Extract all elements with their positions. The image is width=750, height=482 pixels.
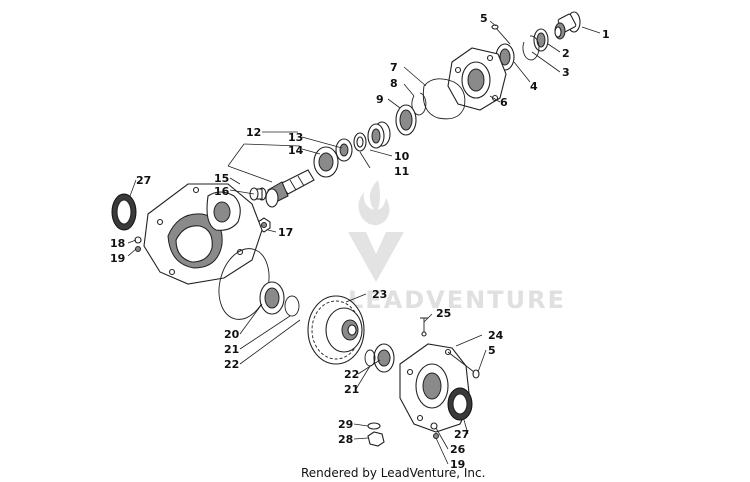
callout-26: 26 [450,443,466,456]
part-10-spacer [367,121,391,149]
callout-15: 15 [214,172,229,185]
callout-14: 14 [288,144,304,157]
part-20-bearing [259,281,285,315]
part-21-shim-left [284,295,300,317]
callout-18: 18 [110,237,125,250]
callout-9: 9 [376,93,384,106]
part-2-bearing [533,28,549,52]
part-23-ring-gear [307,295,365,365]
watermark-text: LEADVENTURE [348,286,566,314]
part-3-snap-ring [522,35,540,61]
callout-2: 2 [562,47,570,60]
callout-13: 13 [288,131,303,144]
part-8-snap-ring [411,92,427,116]
part-27-seal-left [111,193,137,231]
part-5-bolt-lower [447,351,480,379]
callout-23: 23 [372,288,387,301]
part-28-drain-plug [367,431,385,447]
callout-28: 28 [338,433,353,446]
callout-6: 6 [500,96,508,109]
callout-20: 20 [224,328,240,341]
callout-16: 16 [214,185,230,198]
callout-17: 17 [278,226,293,239]
part-12-pinion-gear [265,169,315,208]
part-7-gasket [422,78,466,120]
part-1-end-cap [554,11,581,40]
part-25-vent-fitting [420,317,428,337]
part-5-screw-top [491,24,511,45]
footer-credit: Rendered by LeadVenture, Inc. [301,466,485,480]
callout-29: 29 [338,418,353,431]
part-22-bearing-right [373,343,395,373]
part-11-washer [353,132,367,152]
callout-1: 1 [602,28,610,41]
callout-27-right: 27 [454,428,469,441]
part-9-bearing [395,104,417,136]
callout-27-left: 27 [136,174,151,187]
callout-labels: 1 2 3 5 4 6 7 8 9 10 11 12 13 14 15 16 1… [110,12,610,471]
callout-22-right: 22 [344,368,359,381]
callout-24: 24 [488,329,504,342]
part-15-main-housing [143,183,263,285]
callout-12: 12 [246,126,261,139]
callout-19-right: 19 [450,458,465,471]
part-6-housing-cover [447,47,507,111]
callout-10: 10 [394,150,410,163]
part-29-washer [367,422,381,430]
part-27-seal-right [447,387,473,421]
part-13-bearing [335,138,353,162]
leader-lines [127,20,601,465]
callout-7: 7 [390,61,398,74]
callout-11: 11 [394,165,409,178]
callout-4: 4 [530,80,538,93]
callout-19-left: 19 [110,252,125,265]
callout-5-bottom: 5 [488,344,496,357]
callout-21-left: 21 [224,343,239,356]
callout-8: 8 [390,77,398,90]
callout-22-left: 22 [224,358,239,371]
callout-5-top: 5 [480,12,488,25]
callout-3: 3 [562,66,570,79]
part-14-bearing [313,146,339,178]
watermark-logo [348,180,404,282]
callout-21-right: 21 [344,383,359,396]
callout-25: 25 [436,307,451,320]
